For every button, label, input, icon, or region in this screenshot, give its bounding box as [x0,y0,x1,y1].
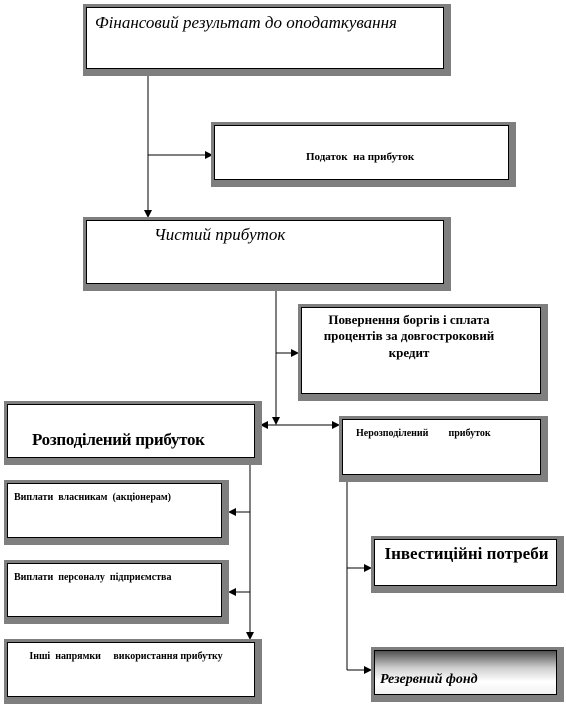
node-owner-payments-label: Виплати власникам (акціонерам) [14,492,172,503]
node-distributed-profit-label: Розподілений прибуток [32,430,205,449]
node-undistributed-profit-label: Нерозподілений прибуток [356,428,491,439]
node-owner-payments: Виплати власникам (акціонерам) [4,480,229,545]
node-other-uses-label: Інші напрямки використання прибутку [29,651,223,662]
node-pre-tax-result-label: Фінансовий результат до оподаткування [95,13,397,32]
node-distributed-profit: Розподілений прибуток [4,401,262,465]
node-net-profit: Чистий прибуток [83,217,451,291]
node-profit-tax-label: Податок на прибуток [306,151,415,163]
node-other-uses: Інші напрямки використання прибутку [4,639,262,704]
node-reserve-fund: Резервний фонд [371,647,564,702]
node-staff-payments-label: Виплати персоналу підприємства [14,572,172,583]
node-investment-needs-label: Інвестиційні потреби [384,544,549,563]
node-pre-tax-result: Фінансовий результат до оподаткування [83,4,451,76]
node-net-profit-label: Чистий прибуток [154,225,286,244]
node-debt-repayment-label: Повернення боргів і сплата процентів за … [323,312,495,360]
node-debt-repayment: Повернення боргів і сплата процентів за … [298,304,548,401]
node-investment-needs: Інвестиційні потреби [371,536,564,593]
node-staff-payments: Виплати персоналу підприємства [4,560,229,624]
node-reserve-fund-label: Резервний фонд [380,672,478,687]
node-undistributed-profit: Нерозподілений прибуток [339,416,548,482]
node-profit-tax: Податок на прибуток [211,122,516,187]
